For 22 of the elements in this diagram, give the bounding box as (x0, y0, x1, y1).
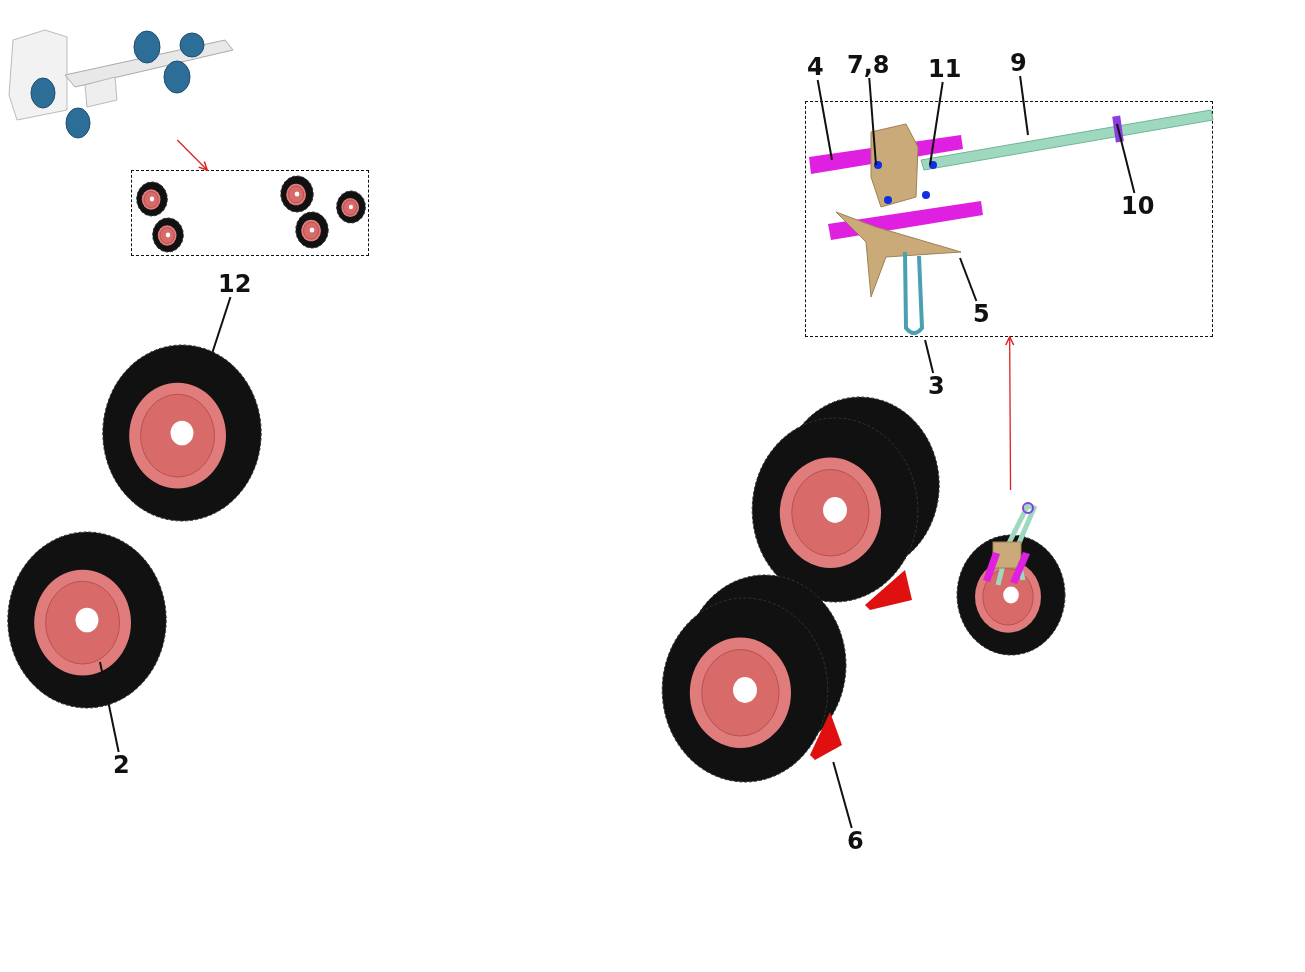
leader-line (1019, 75, 1029, 136)
callout-number: 5 (971, 301, 992, 327)
detail-frame (805, 101, 1213, 337)
leader-line (832, 761, 853, 829)
leader-line (929, 81, 944, 166)
leader-line (99, 661, 120, 753)
callout-number: 11 (926, 56, 964, 82)
callout-number: 4 (805, 54, 826, 80)
callout-number: 2 (111, 752, 132, 778)
leader-line (816, 79, 833, 161)
leader-line (1116, 123, 1136, 194)
arrow (1004, 336, 1015, 491)
callout-number: 9 (1008, 50, 1029, 76)
callout-number: 10 (1119, 193, 1157, 219)
arrow (176, 139, 208, 171)
callout-number: 6 (845, 828, 866, 854)
leader-line (868, 77, 877, 166)
leader-line (959, 257, 978, 302)
callout-number: 7,8 (845, 52, 892, 78)
callout-number: 12 (216, 271, 254, 297)
leader-line (924, 339, 935, 374)
callout-number: 3 (926, 373, 947, 399)
